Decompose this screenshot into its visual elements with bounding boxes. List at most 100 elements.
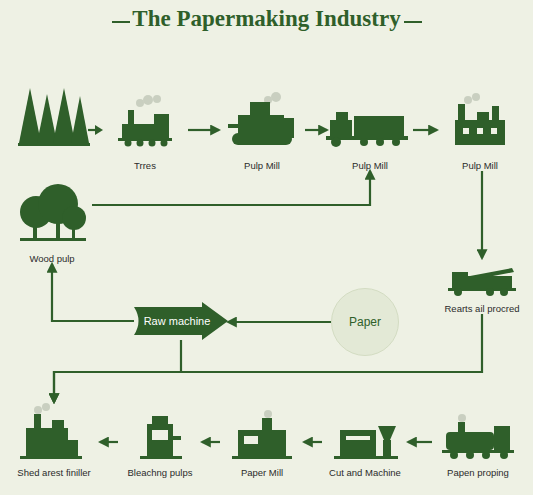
- locomotive-icon: [128, 110, 134, 124]
- bulldozer-icon: [271, 92, 281, 102]
- bleaching-tank-icon: [147, 424, 173, 456]
- arrow-box: Raw machine: [134, 302, 228, 340]
- process-step: Paper Mill: [220, 402, 304, 478]
- cutting-machine-icon: [334, 456, 398, 459]
- node-label: Wood pulp: [29, 253, 74, 264]
- locomotive-icon: [118, 95, 172, 147]
- train-icon: [500, 451, 508, 459]
- locomotive-icon: [161, 140, 168, 147]
- node-label: Pulp Mill: [352, 160, 388, 171]
- train-icon: [446, 432, 494, 450]
- bleaching-tank-icon: [173, 436, 181, 440]
- forest-icon: [18, 88, 90, 146]
- flow-arrow: [92, 171, 370, 205]
- bulldozer-icon: [228, 124, 238, 128]
- tractor-icon: [336, 112, 348, 120]
- title-dash: [112, 21, 130, 23]
- factory-icon: [458, 104, 465, 120]
- cutting-machine-icon: [378, 426, 396, 440]
- locomotive-icon: [154, 114, 169, 138]
- tree-cluster-icon: [72, 226, 75, 238]
- finishing-plant-icon: [68, 440, 78, 456]
- train-icon: [450, 451, 458, 459]
- process-step: Trres: [102, 95, 188, 171]
- flow-arrow: [305, 129, 327, 131]
- paper-mill-icon: [264, 410, 272, 418]
- locomotive-icon: [136, 99, 144, 107]
- train-icon: [458, 414, 466, 422]
- bulldozer-icon: [250, 102, 270, 116]
- process-step: Bleachng pulps: [118, 402, 202, 478]
- train-icon: [442, 414, 514, 459]
- bulldozer-icon: [238, 115, 284, 133]
- cutting-machine-icon: [383, 440, 391, 456]
- finishing-plant-icon: [34, 414, 41, 430]
- factory-icon: [455, 93, 505, 145]
- truck-icon: [452, 272, 468, 288]
- factory-icon: [492, 106, 499, 120]
- factory-icon: [491, 128, 497, 134]
- node-label: Raw machine: [144, 316, 219, 327]
- truck-icon: [454, 288, 462, 296]
- locomotive-icon: [153, 95, 161, 103]
- node-label: Bleachng pulps: [128, 467, 193, 478]
- train-icon: [482, 451, 490, 459]
- locomotive-icon: [125, 140, 132, 147]
- node-label: Papen proping: [447, 467, 509, 478]
- process-step: Rearts ail procred: [432, 258, 532, 314]
- paper-mill-icon: [232, 456, 292, 459]
- process-step: Pulp Mill: [327, 95, 413, 171]
- flow-arrow: [188, 129, 219, 131]
- bleaching-tank-icon: [140, 416, 182, 459]
- process-step: Shed arest finiller: [8, 402, 100, 478]
- process-step: Pulp Mill: [219, 95, 305, 171]
- factory-icon: [472, 93, 480, 101]
- paper-mill-icon: [238, 430, 286, 456]
- flow-arrow: [481, 171, 483, 258]
- flow-arrow: [413, 129, 437, 131]
- bleaching-tank-icon: [152, 416, 168, 424]
- tractor-icon: [331, 137, 341, 147]
- title-dash: [404, 21, 422, 23]
- locomotive-icon: [143, 95, 153, 105]
- truck-icon: [486, 288, 494, 296]
- finishing-plant-icon: [42, 403, 50, 411]
- train-icon: [494, 426, 510, 450]
- forest-icon: [18, 143, 90, 146]
- node-label: Rearts ail procred: [445, 303, 520, 314]
- finishing-plant-icon: [34, 406, 42, 414]
- train-icon: [458, 422, 465, 432]
- tree-cluster-icon: [20, 238, 86, 241]
- bulldozer-icon: [228, 92, 294, 145]
- factory-icon: [463, 128, 469, 134]
- tree-cluster-icon: [20, 184, 86, 241]
- flow-arrow: [202, 441, 220, 443]
- tractor-icon: [392, 138, 400, 146]
- bleaching-tank-icon: [140, 456, 182, 459]
- locomotive-icon: [149, 140, 156, 147]
- finishing-plant-icon: [20, 403, 82, 459]
- tractor-icon: [360, 138, 368, 146]
- process-step: Cut and Machine: [322, 402, 408, 478]
- forest-icon: [53, 88, 75, 143]
- bulldozer-icon: [284, 118, 294, 138]
- node-label: Cut and Machine: [329, 467, 401, 478]
- locomotive-icon: [137, 140, 144, 147]
- finishing-plant-icon: [52, 420, 64, 428]
- flow-arrow: [100, 441, 118, 443]
- node-label: Trres: [134, 160, 156, 171]
- factory-icon: [455, 120, 505, 145]
- node-label: Paper Mill: [241, 467, 283, 478]
- bulldozer-icon: [232, 133, 292, 145]
- tree-cluster-icon: [33, 222, 37, 238]
- paper-mill-icon: [244, 436, 258, 444]
- factory-icon: [477, 112, 489, 120]
- forest-icon: [37, 94, 57, 143]
- cutting-machine-icon: [346, 436, 370, 440]
- tractor-icon: [326, 112, 408, 147]
- forest-icon: [19, 88, 41, 143]
